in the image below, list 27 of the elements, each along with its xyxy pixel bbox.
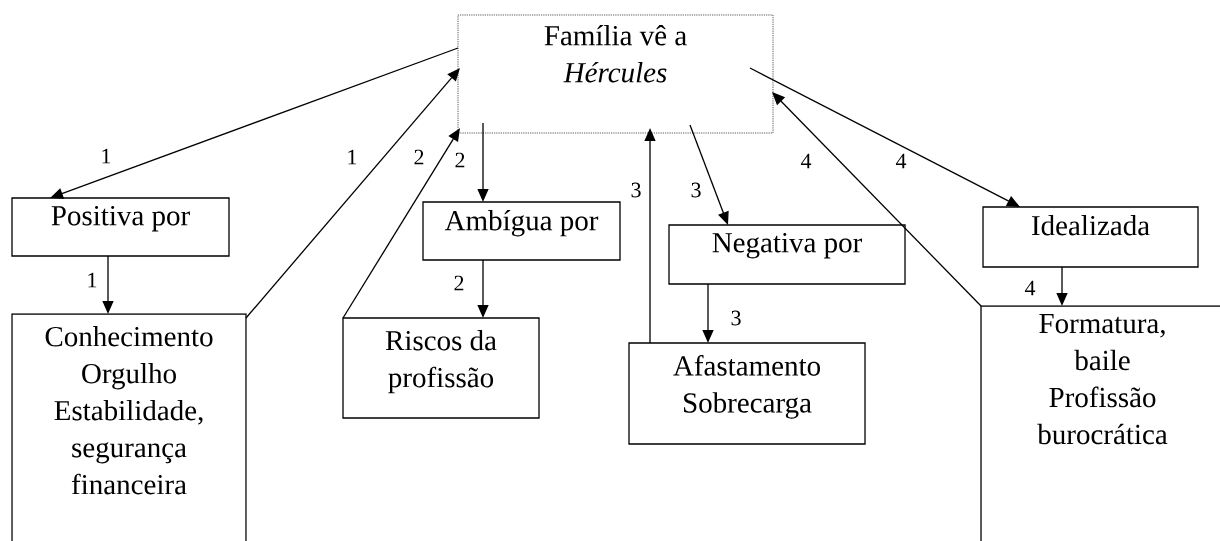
arrow xyxy=(50,47,459,199)
edge-label: 1 xyxy=(348,149,357,165)
text-box: Ambígua por xyxy=(422,201,621,261)
text-box: Conhecimento Orgulho Estabilidade, segurança financeira xyxy=(11,313,247,541)
edge-label: 1 xyxy=(102,148,111,164)
edge-label: 3 xyxy=(731,310,741,326)
edge-label: 4 xyxy=(895,153,907,169)
text-box: Idealizada xyxy=(982,206,1199,268)
text-box: Riscos da profissão xyxy=(342,317,540,419)
text-box: Família vê a Hércules xyxy=(457,14,774,134)
edge-label: 4 xyxy=(1024,280,1036,296)
edge-label: 2 xyxy=(455,152,465,168)
edge-label: 4 xyxy=(800,153,812,169)
edge-label: 3 xyxy=(631,182,641,198)
text-box: Positiva por xyxy=(11,197,230,257)
arrow xyxy=(749,67,1020,207)
edge-label: 2 xyxy=(414,149,424,165)
arrow xyxy=(689,124,729,225)
edge-label: 2 xyxy=(454,275,464,291)
arrow xyxy=(245,68,460,319)
arrow xyxy=(772,92,982,307)
text-box: Formatura, baile Profissão burocrática xyxy=(980,305,1220,541)
edge-label: 3 xyxy=(691,182,701,198)
edge-label: 1 xyxy=(88,272,97,288)
arrow xyxy=(342,128,460,319)
text-box: Afastamento Sobrecarga xyxy=(628,342,866,445)
text-box: Negativa por xyxy=(668,224,906,285)
